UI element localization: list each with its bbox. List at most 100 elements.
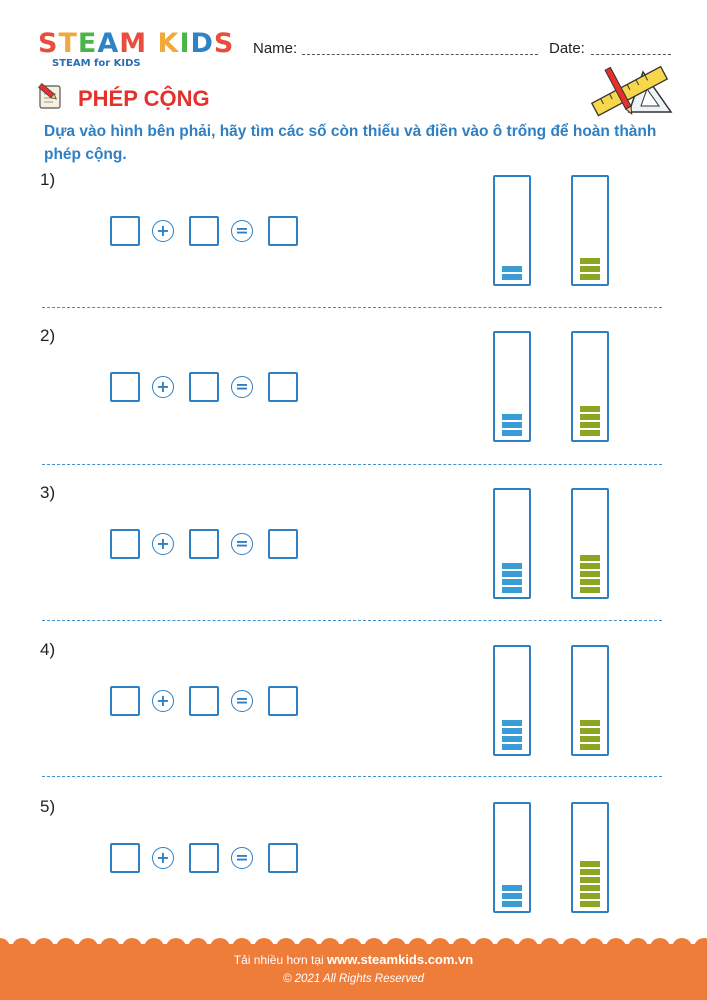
counting-block [502,571,522,577]
counting-block [580,869,600,875]
logo-letter: T [58,28,78,59]
sum-box[interactable] [268,529,298,559]
first-addend-box[interactable] [110,686,140,716]
name-label: Name: [253,40,298,57]
counting-block [502,728,522,734]
blue-block-tube [493,331,531,442]
second-addend-box[interactable] [189,216,219,246]
sum-box[interactable] [268,843,298,873]
logo-letter: A [97,28,120,59]
section-divider [42,307,662,308]
footer-site-link[interactable]: www.steamkids.com.vn [327,952,474,967]
green-block-tube [571,331,609,442]
date-label: Date: [549,40,585,57]
counting-block [580,266,600,272]
blue-block-tube [493,645,531,756]
green-block-tube [571,645,609,756]
problem-number: 2) [40,326,56,345]
logo-letter: M [119,28,148,59]
counting-block [580,422,600,428]
plus-sign-icon: + [152,847,174,869]
counting-block [580,406,600,412]
sum-box[interactable] [268,372,298,402]
counting-block [580,414,600,420]
counting-block [580,720,600,726]
problem-number: 4) [40,640,56,659]
counting-block [580,861,600,867]
counting-block [580,901,600,907]
addition-problem: 4) + = [0,640,707,796]
counting-block [502,430,522,436]
problem-number: 5) [40,797,56,816]
equals-sign-icon: = [231,690,253,712]
first-addend-box[interactable] [110,843,140,873]
section-divider [42,464,662,465]
equals-sign-icon: = [231,220,253,242]
equals-sign-icon: = [231,533,253,555]
addition-problem: 3)+= [0,483,707,639]
section-divider [42,776,662,777]
second-addend-box[interactable] [189,529,219,559]
counting-block [580,579,600,585]
logo-letter: E [77,28,98,59]
section-divider [42,620,662,621]
counting-block [580,728,600,734]
logo-letter: S [213,28,235,59]
plus-sign-icon: + [152,376,174,398]
counting-block [502,266,522,272]
counting-block [502,720,522,726]
logo-letter: I [179,28,191,59]
counting-block [580,744,600,750]
counting-block [502,563,522,569]
addition-problem: 5) + = [0,797,707,953]
logo-letter [147,28,157,59]
counting-block [580,274,600,280]
plus-sign-icon: + [152,690,174,712]
blue-block-tube [493,175,531,286]
logo-letter: K [157,28,180,59]
logo-letter: D [190,28,214,59]
instruction-text: Dựa vào hình bên phải, hãy tìm các số cò… [44,123,657,163]
counting-block [580,587,600,593]
counting-block [502,736,522,742]
counting-block [502,422,522,428]
footer-prefix: Tải nhiều hơn tại [233,953,328,967]
counting-block [580,258,600,264]
sum-box[interactable] [268,686,298,716]
counting-block [502,579,522,585]
worksheet-title: PHÉP CỘNG [78,86,210,111]
counting-block [580,555,600,561]
counting-block [580,571,600,577]
ruler-triangle-pencil-icon [590,65,673,117]
second-addend-box[interactable] [189,843,219,873]
green-block-tube [571,175,609,286]
counting-block [580,736,600,742]
name-field-line[interactable] [302,54,538,55]
blue-block-tube [493,488,531,599]
footer-copyright: © 2021 All Rights Reserved [282,973,424,985]
second-addend-box[interactable] [189,372,219,402]
counting-block [580,893,600,899]
green-block-tube [571,802,609,913]
problem-number: 3) [40,483,56,502]
second-addend-box[interactable] [189,686,219,716]
equals-sign-icon: = [231,376,253,398]
date-field-line[interactable] [591,54,671,55]
counting-block [580,885,600,891]
addition-problem: 2) + = [0,326,707,482]
pencil-paper-icon [38,82,61,109]
problem-number: 1) [40,170,56,189]
plus-sign-icon: + [152,220,174,242]
counting-block [580,563,600,569]
first-addend-box[interactable] [110,529,140,559]
counting-block [502,893,522,899]
sum-box[interactable] [268,216,298,246]
counting-block [502,414,522,420]
first-addend-box[interactable] [110,216,140,246]
green-block-tube [571,488,609,599]
logo-letter: S [38,28,59,59]
logo-title: STEAM KIDS [38,29,234,59]
equals-sign-icon: = [231,847,253,869]
counting-block [502,885,522,891]
first-addend-box[interactable] [110,372,140,402]
